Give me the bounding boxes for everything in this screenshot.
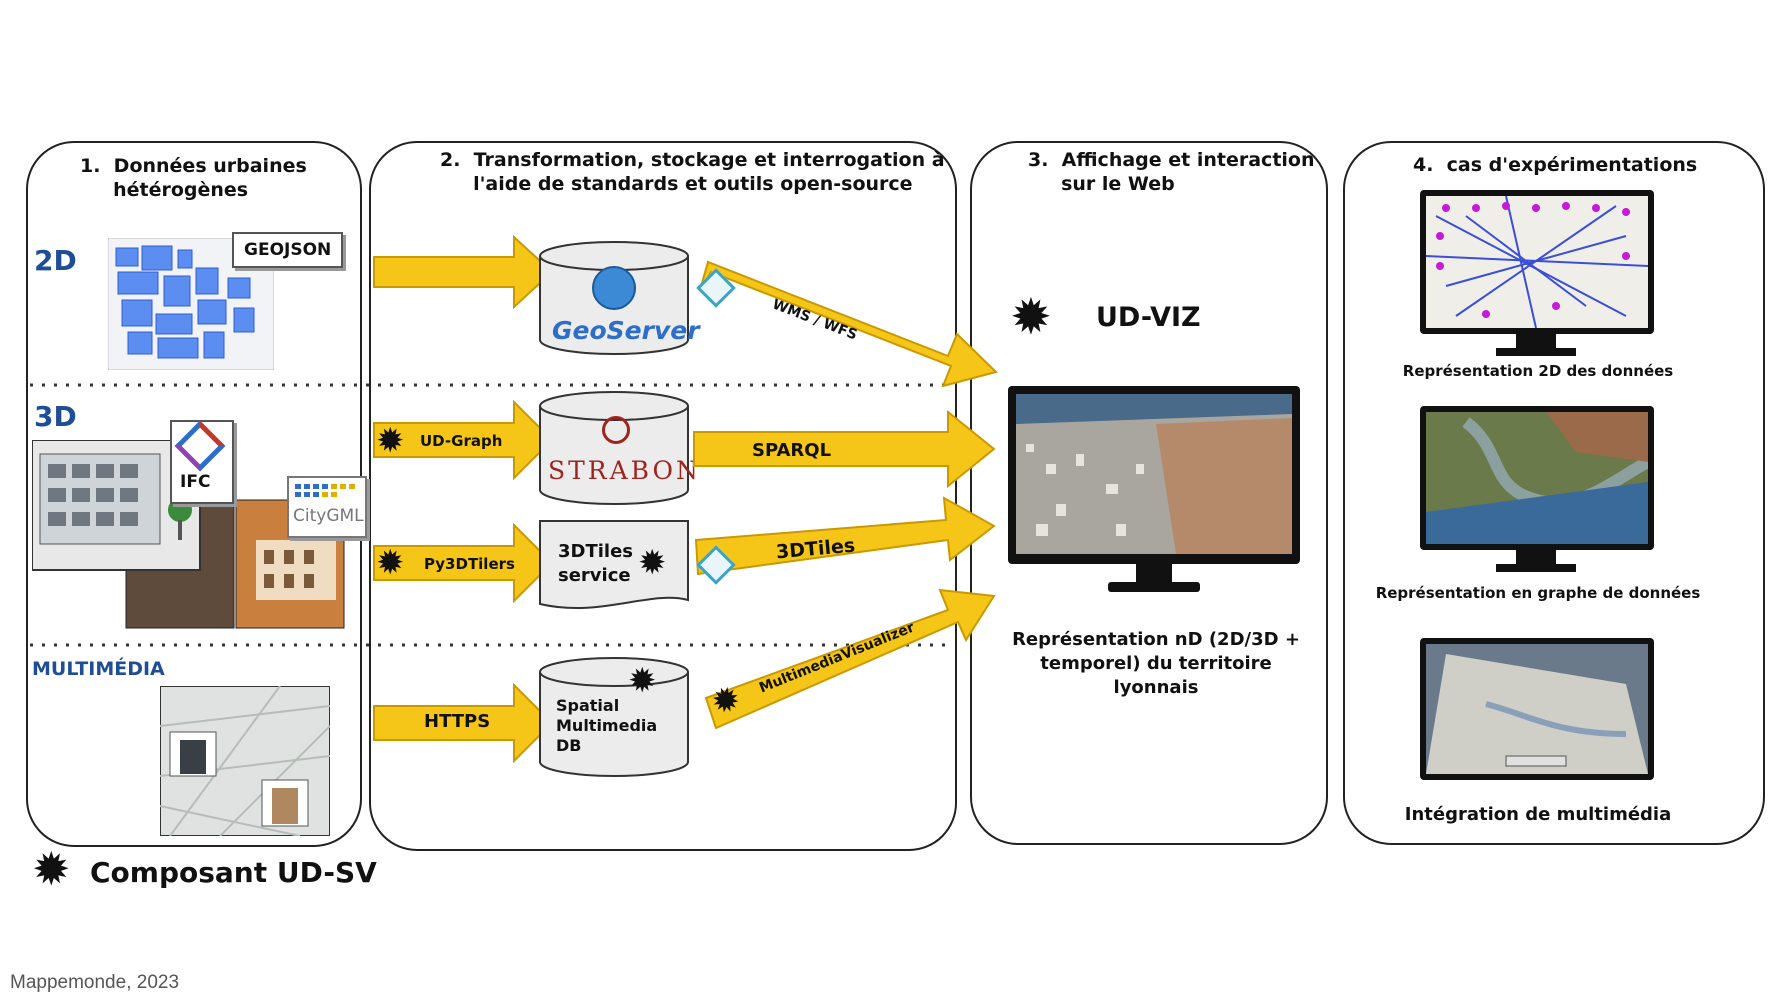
experiment-graph-aerial-view	[1426, 412, 1648, 544]
arrow-wms-wfs	[699, 260, 998, 388]
citygml-label: CityGML	[293, 506, 364, 526]
arrow-ud-graph	[373, 399, 554, 481]
ud-viz-gear-icon: ✹	[1010, 288, 1052, 346]
citygml-tag: CityGML	[287, 476, 367, 538]
citygml-logo-icon	[295, 484, 355, 497]
strabon-logo-icon	[602, 416, 630, 444]
panel-2-title: 2. Transformation, stockage et interroga…	[440, 149, 945, 195]
arrow-3dtiles	[694, 496, 996, 576]
ifc-tag: IFC	[170, 420, 234, 504]
experiment-monitor-2d	[1420, 190, 1654, 334]
ud-viz-caption: Représentation nD (2D/3D + temporel) du …	[1012, 629, 1300, 698]
geojson-tag: GEOJSON	[232, 232, 344, 268]
multimedia-thumbnail	[160, 686, 330, 836]
arrow-py3dtilers	[373, 522, 554, 604]
panel-1-title: 1. Données urbaines hétérogènes	[80, 155, 307, 201]
arrow-2d-input	[373, 234, 554, 310]
experiment-2d-map-view	[1426, 196, 1648, 328]
geoserver-label: GeoServer	[552, 316, 700, 345]
ud-viz-monitor	[1008, 386, 1300, 564]
legend-gear-icon: ✹	[32, 842, 71, 896]
multimedia-db-gear-icon: ✹	[628, 661, 657, 701]
py3dtilers-gear-icon: ✹	[376, 543, 405, 583]
multimedia-db-cylinder	[539, 672, 689, 777]
experiment-monitor-graph-stand	[1516, 550, 1556, 564]
panel-3-title: 3. Affichage et interaction sur le Web	[1028, 149, 1315, 195]
strabon-label: STRABON	[548, 456, 701, 485]
py3dtilers-label: Py3DTilers	[424, 555, 515, 573]
ud-viz-3d-city-view	[1016, 394, 1292, 554]
experiment-monitor-graph	[1420, 406, 1654, 550]
label-3d: 3D	[34, 400, 77, 433]
arrow-https	[373, 682, 554, 764]
strabon-cylinder	[539, 406, 689, 505]
ifc-label: IFC	[180, 472, 211, 492]
https-label: HTTPS	[424, 711, 491, 732]
arrow-multimedia-visualizer	[704, 588, 996, 730]
tiles-service-doc	[539, 520, 689, 609]
building-3d-thumbnail	[32, 440, 345, 629]
experiment-graph-label: Représentation en graphe de données	[1375, 584, 1701, 602]
experiment-2d-label: Représentation 2D des données	[1402, 362, 1674, 380]
ud-viz-title: UD-VIZ	[1096, 302, 1201, 333]
ud-graph-gear-icon: ✹	[376, 421, 405, 461]
experiment-monitor-2d-base	[1496, 348, 1576, 356]
ud-viz-monitor-base	[1108, 582, 1200, 592]
ud-viz-monitor-stand	[1136, 564, 1172, 582]
experiment-multimedia-label: Intégration de multimédia	[1404, 804, 1672, 825]
legend-label: Composant UD-SV	[90, 856, 377, 889]
experiment-monitor-multimedia	[1420, 638, 1654, 780]
label-multimedia: MULTIMÉDIA	[32, 658, 165, 680]
footer-credit: Mappemonde, 2023	[10, 972, 180, 993]
geoserver-globe-icon	[592, 266, 636, 310]
label-2d: 2D	[34, 244, 77, 277]
experiment-monitor-graph-base	[1496, 564, 1576, 572]
multimedia-db-label: Spatial Multimedia DB	[556, 696, 658, 755]
experiment-multimedia-3d-view	[1426, 644, 1648, 774]
sparql-label: SPARQL	[752, 440, 832, 461]
panel-4-title: 4. cas d'expérimentations	[1413, 154, 1698, 176]
tiles-service-gear-icon: ✹	[638, 543, 667, 583]
ud-graph-label: UD-Graph	[420, 432, 503, 450]
arrow-sparql	[693, 409, 996, 489]
experiment-monitor-2d-stand	[1516, 334, 1556, 348]
tiles-service-label: 3DTiles service	[558, 541, 634, 586]
